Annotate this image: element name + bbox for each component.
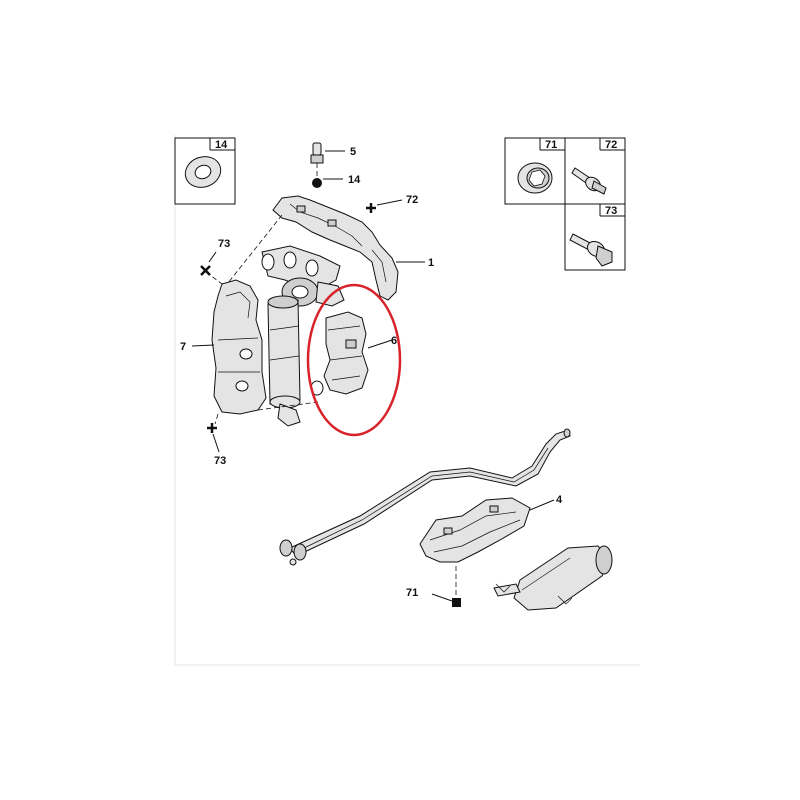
- label-72: 72: [406, 194, 418, 206]
- label-71-box: 71: [545, 139, 557, 151]
- heat-shield-6: 6: [323, 311, 397, 395]
- square-marker-71: 71: [406, 566, 461, 607]
- cross-marker-73-bottom: 73: [207, 423, 226, 467]
- label-6: 6: [391, 335, 397, 347]
- label-71: 71: [406, 587, 418, 599]
- label-5: 5: [350, 146, 356, 158]
- label-1: 1: [428, 257, 434, 269]
- label-72-box: 72: [605, 139, 617, 151]
- label-4: 4: [556, 494, 563, 506]
- cross-marker-72: 72: [366, 194, 418, 213]
- hanger-icon: [495, 583, 573, 605]
- label-14: 14: [348, 174, 361, 186]
- label-14-box: 14: [215, 139, 228, 151]
- label-7: 7: [180, 341, 186, 353]
- label-73-left: 73: [218, 238, 230, 250]
- inset-box-washer-14: 14: [174, 137, 236, 205]
- label-73-box: 73: [605, 205, 617, 217]
- rear-muffler: [493, 545, 613, 611]
- heat-shield-4: 4: [419, 494, 563, 563]
- cross-marker-73-left: 73: [200, 238, 230, 276]
- stud-5: 5: [310, 142, 356, 164]
- heat-shield-7: 7: [180, 279, 267, 415]
- label-73-bottom: 73: [214, 455, 226, 467]
- inset-box-fasteners: 71 72 73: [504, 137, 626, 271]
- flange-screw-icon: [571, 167, 607, 195]
- nut-icon: [517, 162, 553, 194]
- pipe-clamp-icon: [279, 539, 307, 566]
- washer-icon: [184, 156, 222, 188]
- washer-14-mark: 14: [312, 174, 361, 188]
- exhaust-pipe: [279, 428, 571, 566]
- exhaust-manifold-assembly: [261, 245, 345, 427]
- highlight-circle: [306, 283, 402, 437]
- heat-shield-1: 1: [272, 195, 434, 301]
- hex-screw-icon: [569, 233, 613, 267]
